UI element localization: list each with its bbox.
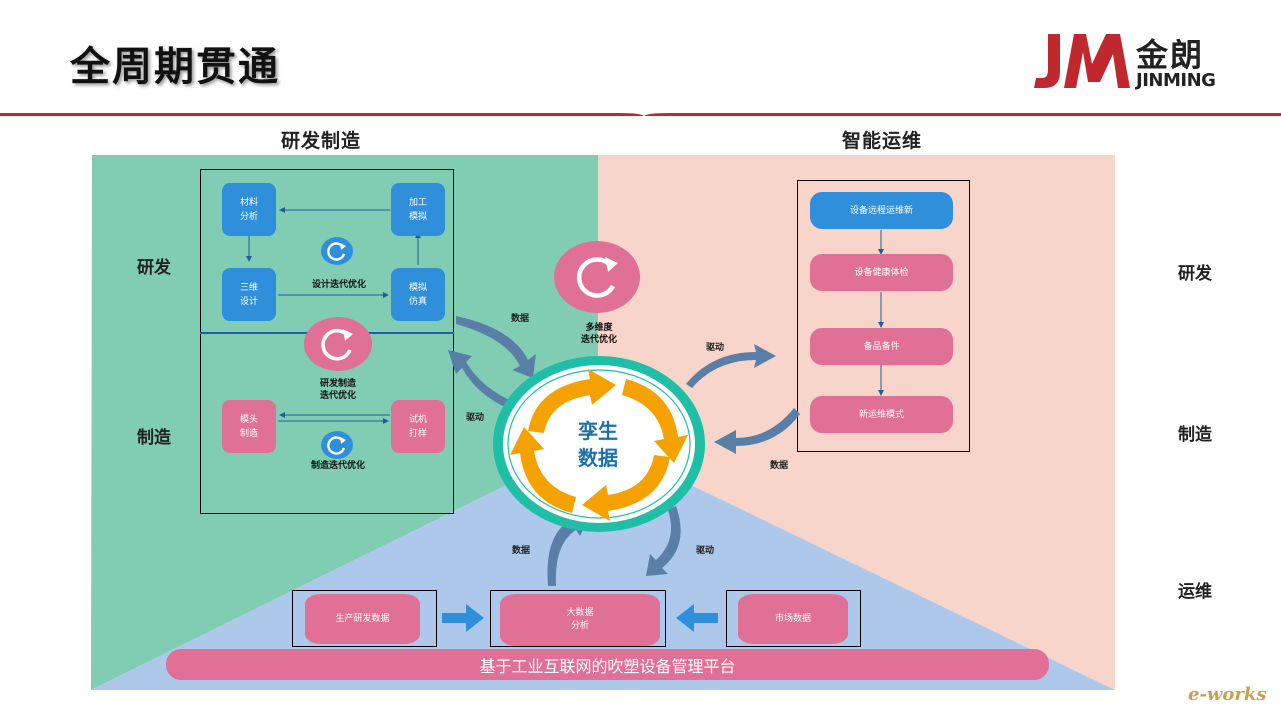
page-title: 全周期贯通 xyxy=(70,44,280,90)
arrow-drive-bottom xyxy=(646,506,681,576)
node-3d-design: 三维 设计 xyxy=(222,268,276,321)
node-production-rd-data: 生产研发数据 xyxy=(305,594,420,644)
label-design-loop: 设计迭代优化 xyxy=(311,280,366,290)
logo-text-en: JINMING xyxy=(1136,70,1216,91)
node-health-check: 设备健康体检 xyxy=(810,254,953,291)
arrow-left-icon xyxy=(676,604,718,632)
flow-label-drive-right: 驱动 xyxy=(706,343,725,353)
arrow-drive-left xyxy=(448,350,524,414)
label-mfg-loop: 制造迭代优化 xyxy=(310,461,365,471)
arrow-right-icon xyxy=(442,604,484,632)
arrow-data-bottom xyxy=(547,514,590,586)
side-label-om-right: 运维 xyxy=(1178,582,1212,602)
section-title-om: 智能运维 xyxy=(842,130,923,152)
refresh-icon-mfg xyxy=(321,431,353,459)
flow-label-data-bottom: 数据 xyxy=(512,546,531,556)
label-multi-loop: 多维度 迭代优化 xyxy=(580,323,617,345)
market-data-frame xyxy=(726,590,861,647)
node-bigdata-analysis: 大数据 分析 xyxy=(500,594,660,646)
node-process-simulation: 加工 模拟 xyxy=(391,183,445,236)
side-label-rd-right: 研发 xyxy=(1178,264,1212,284)
company-logo: 金朗 JINMING xyxy=(1030,30,1230,92)
node-remote-om: 设备远程运维新 xyxy=(810,192,953,229)
om-box xyxy=(797,180,970,452)
flow-label-data-right: 数据 xyxy=(770,461,789,471)
side-label-mfg-right: 制造 xyxy=(1178,425,1212,445)
bigdata-frame xyxy=(490,590,666,647)
side-label-rd-left: 研发 xyxy=(137,258,171,278)
flow-label-drive-bottom: 驱动 xyxy=(696,546,715,556)
node-spare-parts: 备品备件 xyxy=(810,328,953,365)
refresh-icon-design xyxy=(321,237,353,265)
production-data-frame xyxy=(292,590,437,647)
section-title-rd-mfg: 研发制造 xyxy=(281,130,362,152)
node-simulation: 模拟 仿真 xyxy=(391,268,445,321)
flow-label-data-left: 数据 xyxy=(511,314,530,324)
logo-text-cn: 金朗 xyxy=(1136,36,1205,74)
node-new-om-mode: 新运维模式 xyxy=(810,396,953,433)
twin-data-label: 孪生 数据 xyxy=(578,419,618,470)
label-rdmfg-loop: 研发制造 迭代优化 xyxy=(319,379,356,401)
header-divider xyxy=(0,113,1281,116)
cycle-arrows-icon xyxy=(510,369,688,521)
node-material-analysis: 材料 分析 xyxy=(222,183,276,236)
eworks-watermark: e-works xyxy=(1188,684,1267,705)
node-die-manufacturing: 模头 制造 xyxy=(222,400,276,453)
arrow-drive-right xyxy=(686,344,776,388)
node-market-data: 市场数据 xyxy=(738,594,848,644)
platform-bar: 基于工业互联网的吹塑设备管理平台 xyxy=(166,649,1049,680)
arrow-data-left xyxy=(456,316,536,378)
side-label-mfg-left: 制造 xyxy=(137,428,171,448)
refresh-icon-rdmfg xyxy=(304,317,372,371)
flow-label-drive-left: 驱动 xyxy=(466,413,485,423)
jm-logo-icon xyxy=(1034,34,1130,88)
twin-data-hub xyxy=(493,356,705,532)
node-trial-sampling: 试机 打样 xyxy=(391,400,445,453)
arrow-data-right xyxy=(714,408,800,454)
refresh-icon-multi xyxy=(554,241,640,313)
rd-mfg-box xyxy=(200,169,454,514)
region-rd-mfg xyxy=(91,155,598,690)
om-connectors xyxy=(878,230,884,396)
